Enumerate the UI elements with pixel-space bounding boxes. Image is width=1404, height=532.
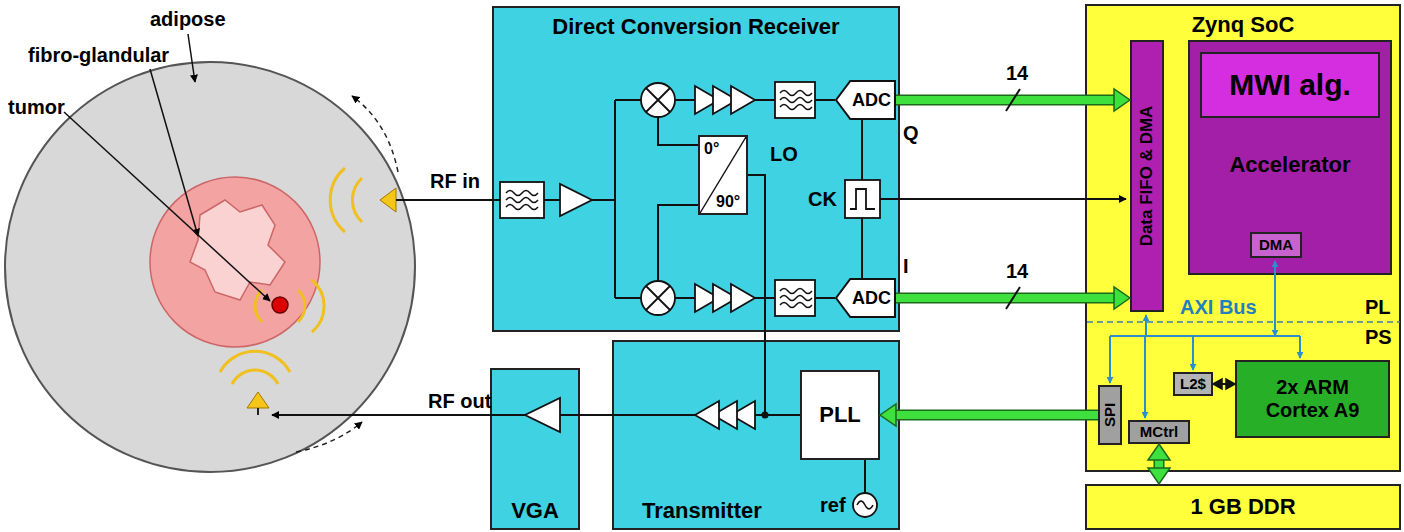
amplifier-symbol — [525, 398, 755, 432]
adc-block: ADC — [835, 80, 896, 120]
vga-box: VGA — [490, 368, 580, 530]
breast-outline — [5, 62, 415, 472]
signal-wire — [580, 415, 612, 416]
filter-symbol — [500, 82, 815, 316]
rotation-arrows — [296, 96, 398, 452]
node-text: 0° — [704, 140, 719, 158]
signal-label: RF out — [428, 390, 491, 413]
node-text: 1 GB DDR — [1190, 494, 1295, 519]
fifo-dma-block: Data FIFO & DMA — [1130, 40, 1164, 312]
bus-arrow — [880, 404, 1098, 426]
region-label: PL — [1365, 296, 1391, 319]
node-text: Data FIFO & DMA — [1137, 106, 1157, 247]
signal-label: ref — [820, 494, 846, 517]
antenna — [247, 392, 269, 408]
node-text: 2x ARM Cortex A9 — [1253, 376, 1373, 422]
node-text: MWI alg. — [1229, 68, 1351, 103]
antenna — [380, 188, 396, 212]
node-text: ADC — [852, 90, 891, 111]
bus-label: AXI Bus — [1180, 296, 1257, 319]
pl-ps-boundary — [1087, 321, 1400, 323]
signal-label: CK — [808, 188, 837, 211]
tumor-dot — [272, 297, 288, 313]
node-text: PLL — [819, 402, 861, 427]
pll-block: PLL — [800, 370, 880, 460]
clock-symbol — [845, 180, 880, 218]
node-text: Direct Conversion Receiver — [494, 14, 898, 39]
tissue-label: fibro-glandular — [28, 44, 169, 67]
transmitter-wires — [272, 340, 865, 493]
bus-width-label: 14 — [1006, 62, 1028, 85]
adc-block: ADC — [835, 278, 896, 318]
node-text: Accelerator — [1190, 152, 1390, 177]
bus-arrow — [896, 89, 1130, 111]
node-text: DMA — [1259, 236, 1293, 253]
signal-wire — [1213, 379, 1235, 389]
antenna-feed — [257, 408, 259, 415]
bus-arrow — [1148, 444, 1170, 484]
region-label: PS — [1365, 326, 1392, 349]
cpu-block: 2x ARM Cortex A9 — [1235, 360, 1390, 438]
tissue-blob — [190, 200, 285, 300]
phase-splitter: 0° 90° — [698, 135, 748, 215]
leader-lines — [64, 34, 270, 301]
signal-wire — [748, 175, 765, 340]
node-text: 90° — [716, 193, 740, 211]
bus-width-label: 14 — [1006, 260, 1028, 283]
memory-controller: MCtrl — [1128, 420, 1190, 444]
node-text: Zynq SoC — [1087, 12, 1399, 37]
signal-label: RF in — [430, 170, 480, 193]
node-text: L2$ — [1180, 375, 1206, 392]
dma-block: DMA — [1250, 232, 1302, 258]
receiver-wires — [396, 100, 1126, 298]
node-text: MCtrl — [1140, 423, 1178, 440]
mixer-symbol — [641, 83, 675, 315]
node-text: VGA — [492, 498, 578, 523]
algorithm-block: MWI alg. — [1200, 52, 1380, 118]
tissue-label: tumor — [8, 96, 65, 119]
memory-box: 1 GB DDR — [1085, 484, 1401, 530]
fibro-glandular-region — [150, 177, 320, 347]
signal-label: LO — [770, 143, 798, 166]
signal-label: I — [903, 255, 909, 278]
spi-block: SPI — [1098, 385, 1122, 445]
accelerator-block: Accelerator MWI alg. DMA — [1188, 40, 1392, 275]
filter-waves — [506, 91, 812, 308]
signal-label: Q — [903, 122, 919, 145]
node-text: Transmitter — [642, 498, 762, 523]
oscillator-symbol — [853, 493, 877, 517]
axi-bus — [1110, 261, 1300, 418]
wave-arcs — [220, 168, 362, 384]
node-text: ADC — [852, 288, 891, 309]
receiver-box: Direct Conversion Receiver 0° 90° ADC ADC — [492, 6, 900, 332]
bus-arrow — [896, 287, 1130, 309]
soc-box: Zynq SoC Data FIFO & DMA Accelerator MWI al… — [1085, 4, 1401, 472]
junction-dot — [762, 412, 769, 419]
cache-block: L2$ — [1173, 372, 1213, 396]
node-text: SPI — [1101, 403, 1118, 427]
tissue-label: adipose — [150, 8, 226, 31]
amplifier-symbol — [560, 86, 755, 312]
